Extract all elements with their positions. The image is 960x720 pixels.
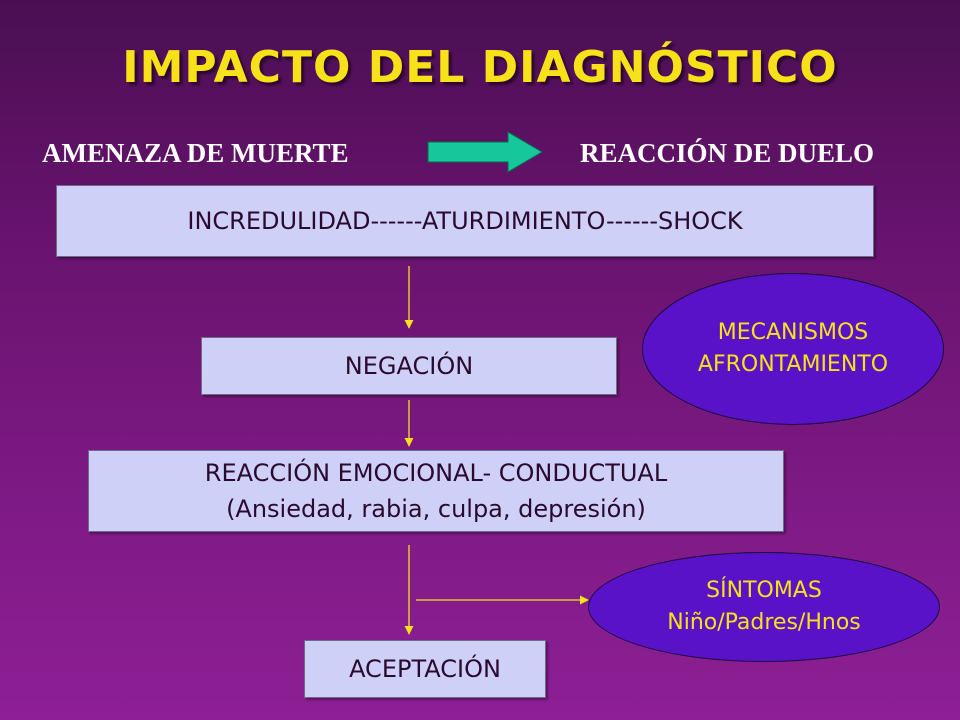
stage-denial-text: NEGACIÓN [344,352,474,380]
symptoms-ellipse: SÍNTOMAS Niño/Padres/Hnos [588,552,940,662]
coping-mechanisms-line1: MECANISMOS [717,320,869,345]
stage-incredulity-box: INCREDULIDAD------ATURDIMIENTO------SHOC… [56,185,874,257]
coping-mechanisms-line2: AFRONTAMIENTO [697,352,889,377]
threat-of-death-label: AMENAZA DE MUERTE [42,138,349,168]
stage-acceptance-text: ACEPTACIÓN [349,655,501,683]
coping-mechanisms-ellipse: MECANISMOS AFRONTAMIENTO [642,273,944,425]
symptoms-line1: SÍNTOMAS [706,578,822,603]
header-arrow-icon [427,131,543,173]
stage-emotional-detail: (Ansiedad, rabia, culpa, depresión) [226,495,646,523]
stage-incredulity-text: INCREDULIDAD------ATURDIMIENTO------SHOC… [187,207,743,235]
grief-reaction-label: REACCIÓN DE DUELO [580,138,875,168]
stage-acceptance-box: ACEPTACIÓN [304,640,546,698]
stage-emotional-box: REACCIÓN EMOCIONAL- CONDUCTUAL (Ansiedad… [88,450,784,532]
symptoms-line2: Niño/Padres/Hnos [667,610,861,635]
stage-denial-box: NEGACIÓN [201,337,617,395]
page-title: IMPACTO DEL DIAGNÓSTICO [122,42,838,93]
stage-emotional-title: REACCIÓN EMOCIONAL- CONDUCTUAL [204,459,668,487]
